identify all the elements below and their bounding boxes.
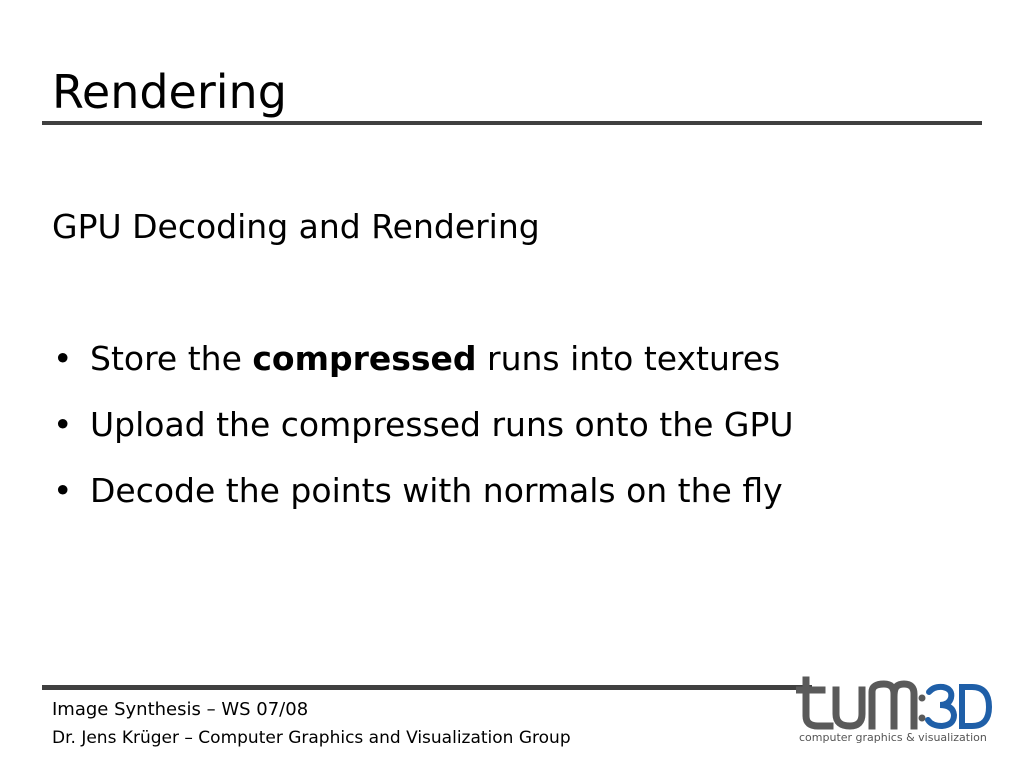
bullet-item: • Decode the points with normals on the …	[52, 469, 794, 535]
bullet-dot-icon: •	[53, 405, 73, 444]
logo-caption: computer graphics & visualization	[799, 731, 987, 744]
bullet-text: Decode the points with normals on the fl…	[90, 471, 783, 510]
bullet-item: • Upload the compressed runs onto the GP…	[52, 403, 794, 469]
footer-divider	[42, 685, 812, 690]
bullet-list: • Store the compressed runs into texture…	[52, 337, 794, 535]
tum3d-logo-icon	[796, 676, 993, 730]
bullet-text-suffix: runs into textures	[476, 339, 781, 378]
slide-subtitle: GPU Decoding and Rendering	[52, 207, 540, 246]
footer-course: Image Synthesis – WS 07/08	[52, 699, 309, 720]
slide-title: Rendering	[52, 65, 287, 119]
bullet-item: • Store the compressed runs into texture…	[52, 337, 794, 403]
footer-author: Dr. Jens Krüger – Computer Graphics and …	[52, 728, 571, 748]
title-divider	[42, 121, 982, 125]
bullet-dot-icon: •	[53, 471, 73, 510]
bullet-text-prefix: Store the	[90, 339, 253, 378]
bullet-text: Upload the compressed runs onto the GPU	[90, 405, 794, 444]
bullet-text-bold: compressed	[252, 339, 477, 378]
bullet-dot-icon: •	[53, 339, 73, 378]
